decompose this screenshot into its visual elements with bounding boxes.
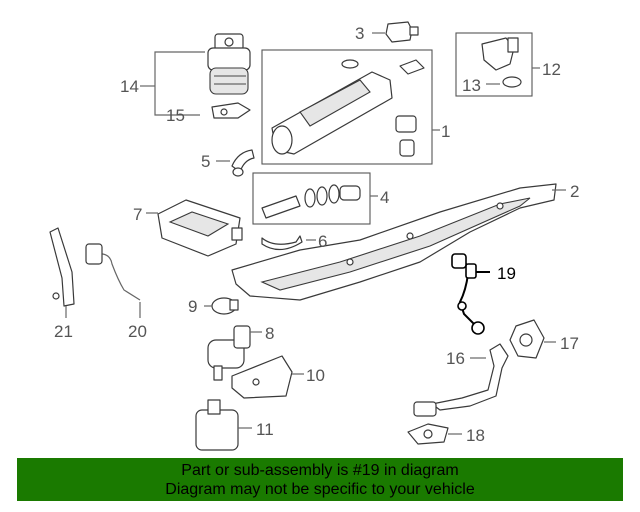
callout-9: 9 <box>188 297 197 316</box>
part-12-group-box <box>455 32 533 97</box>
banner-line-1: Part or sub-assembly is #19 in diagram <box>181 461 459 479</box>
part-1-catalytic-converter[interactable] <box>271 59 425 157</box>
callout-17: 17 <box>560 334 579 353</box>
part-1-group-box <box>261 49 433 165</box>
callout-6: 6 <box>318 232 327 251</box>
part-4-pipe-assembly[interactable] <box>261 184 361 219</box>
bracket-14 <box>154 51 205 116</box>
callout-21: 21 <box>54 322 73 341</box>
part-17-flange[interactable] <box>509 319 545 359</box>
callout-15: 15 <box>166 106 185 125</box>
banner-line-2: Diagram may not be specific to your vehi… <box>165 480 475 498</box>
callout-19: 19 <box>497 264 516 283</box>
part-9-clamp[interactable] <box>211 297 239 315</box>
part-16-pipe[interactable] <box>413 343 509 417</box>
callout-20: 20 <box>128 322 147 341</box>
part-10-bracket[interactable] <box>231 355 293 399</box>
part-13-o-ring[interactable] <box>502 76 522 88</box>
part-11-mount[interactable] <box>195 399 239 451</box>
parts-diagram: 1 2 3 4 5 6 7 8 9 10 11 12 13 14 15 16 1… <box>49 21 579 451</box>
part-21-bracket[interactable] <box>49 227 75 307</box>
callout-4: 4 <box>380 188 389 207</box>
part-4-group-box <box>252 172 371 225</box>
callout-5: 5 <box>201 152 210 171</box>
part-18-gasket[interactable] <box>407 423 449 445</box>
callout-3: 3 <box>355 24 364 43</box>
part-2-heat-shield-frame[interactable] <box>231 183 557 301</box>
part-14-egr-valve[interactable] <box>207 33 251 95</box>
part-7-canister[interactable] <box>157 199 243 257</box>
part-15-gasket[interactable] <box>211 102 251 119</box>
callout-14: 14 <box>120 77 139 96</box>
info-banner: Part or sub-assembly is #19 in diagram D… <box>17 458 623 501</box>
callout-2: 2 <box>570 182 579 201</box>
callout-10: 10 <box>306 366 325 385</box>
callout-18: 18 <box>466 426 485 445</box>
part-6-hose[interactable] <box>261 235 303 251</box>
callout-16: 16 <box>446 349 465 368</box>
part-3-sensor[interactable] <box>385 21 419 43</box>
callout-13: 13 <box>462 76 481 95</box>
part-19-oxygen-sensor[interactable] <box>451 253 485 335</box>
part-20-oxygen-sensor[interactable] <box>85 243 141 301</box>
callout-1: 1 <box>441 122 450 141</box>
part-8-valve[interactable] <box>207 325 251 381</box>
part-5-hose[interactable] <box>231 149 255 177</box>
callout-12: 12 <box>542 60 561 79</box>
callout-7: 7 <box>133 205 142 224</box>
callout-8: 8 <box>265 324 274 343</box>
part-12-sensor[interactable] <box>481 37 519 71</box>
callout-11: 11 <box>256 420 274 439</box>
